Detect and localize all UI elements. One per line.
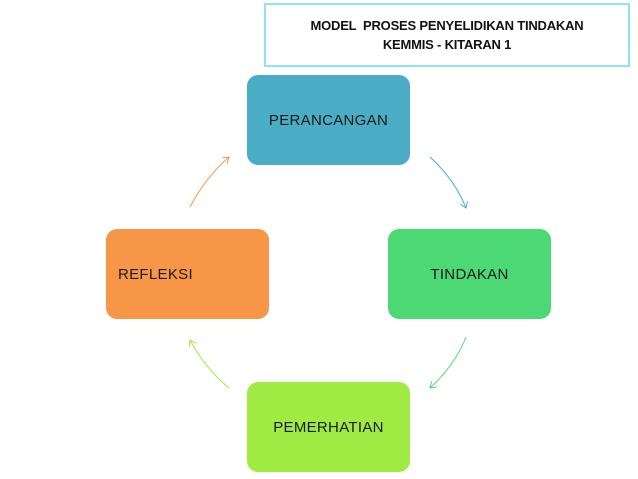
title-line-1: MODEL PROSES PENYELIDIKAN TINDAKAN — [310, 18, 584, 33]
arrow-perancangan-to-tindakan — [429, 156, 466, 208]
arrow-refleksi-to-perancangan — [189, 157, 229, 208]
node-label-tindakan: TINDAKAN — [430, 265, 509, 283]
node-label-refleksi: REFLEKSI — [118, 265, 193, 283]
arrow-tindakan-to-pemerhatian — [430, 336, 467, 388]
node-label-perancangan: PERANCANGAN — [268, 111, 389, 129]
node-perancangan: PERANCANGAN — [247, 75, 410, 165]
title-line-2: KEMMIS - KITARAN 1 — [382, 37, 512, 52]
node-tindakan: TINDAKAN — [388, 229, 551, 319]
node-refleksi: REFLEKSI — [106, 229, 269, 319]
node-pemerhatian: PEMERHATIAN — [247, 382, 410, 472]
title-box: MODEL PROSES PENYELIDIKAN TINDAKAN KEMMI… — [264, 3, 630, 67]
node-label-pemerhatian: PEMERHATIAN — [273, 418, 384, 436]
arrow-pemerhatian-to-refleksi — [190, 340, 230, 389]
